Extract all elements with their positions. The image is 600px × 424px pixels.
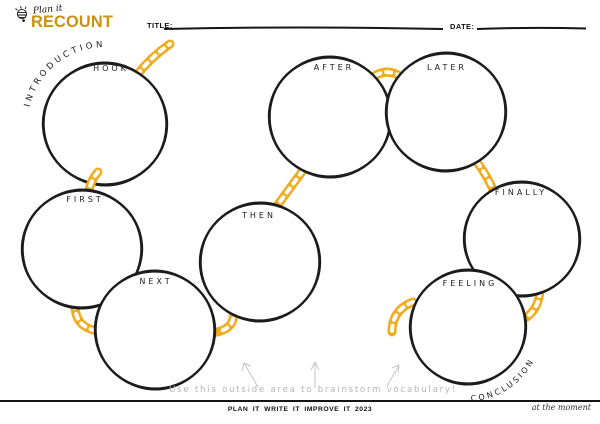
bubble-label-after: AFTER bbox=[313, 63, 355, 72]
chain-link-feeling-end bbox=[387, 297, 418, 337]
chain-link-then-after bbox=[269, 160, 312, 215]
date-label: DATE: bbox=[450, 22, 475, 31]
chain-link-hook-start bbox=[132, 39, 175, 80]
bubble-feeling bbox=[408, 268, 528, 386]
brand-wordmark: RECOUNT bbox=[31, 12, 114, 31]
bubble-next bbox=[93, 269, 217, 391]
bubble-label-finally: FINALLY bbox=[494, 188, 548, 197]
title-writing-line bbox=[163, 26, 444, 30]
bubble-label-next: NEXT bbox=[139, 277, 173, 286]
hint-arrows bbox=[241, 361, 400, 388]
bubble-label-feeling: FEELING bbox=[442, 279, 498, 288]
bubble-hook bbox=[41, 61, 169, 187]
hint-arrow-middle bbox=[310, 361, 320, 388]
bubble-label-hook: HOOK bbox=[93, 64, 129, 73]
footer-signature: at the moment bbox=[531, 403, 591, 412]
bubble-later bbox=[384, 51, 508, 173]
bubble-label-first: FIRST bbox=[66, 195, 104, 204]
hint-arrow-right bbox=[386, 364, 400, 387]
bubble-first bbox=[20, 188, 144, 310]
bubble-label-later: LATER bbox=[427, 63, 467, 72]
bubble-then bbox=[198, 201, 322, 323]
brainstorm-hint-text: Use this outside area to brainstorm voca… bbox=[169, 385, 457, 395]
date-writing-line bbox=[476, 26, 587, 30]
bubble-finally bbox=[462, 180, 582, 298]
hint-arrow-left bbox=[241, 362, 259, 388]
footer-divider bbox=[0, 400, 600, 403]
title-label: TITLE: bbox=[147, 21, 173, 30]
footer-tagline: PLAN IT WRITE IT IMPROVE IT 2023 bbox=[227, 406, 373, 413]
bee-doodle-icon bbox=[15, 6, 28, 22]
bubble-label-then: THEN bbox=[242, 211, 276, 220]
